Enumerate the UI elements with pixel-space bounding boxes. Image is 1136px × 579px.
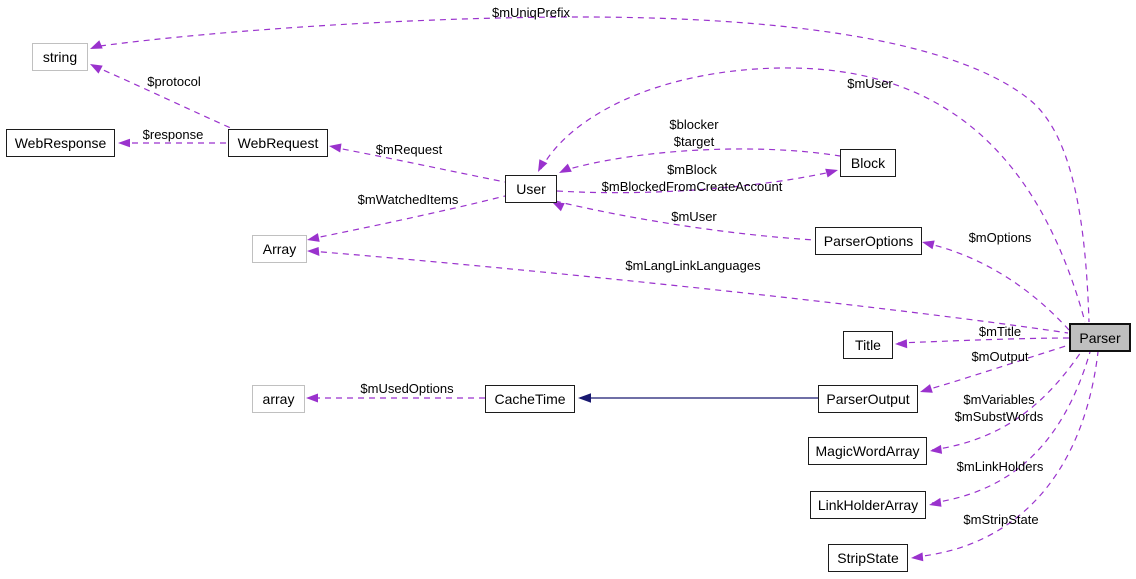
edge-block-user bbox=[559, 148, 841, 173]
node-stripstate[interactable]: StripState bbox=[828, 544, 908, 572]
edge-label-mrequest: $mRequest bbox=[375, 142, 443, 157]
edge-parser-linkholderarray bbox=[929, 351, 1091, 507]
edge-parser-string bbox=[90, 16, 1090, 323]
edge-label-moutput: $mOutput bbox=[971, 349, 1029, 364]
node-webrequest[interactable]: WebRequest bbox=[228, 129, 328, 157]
node-parseroutput[interactable]: ParserOutput bbox=[818, 385, 918, 413]
edge-parseroutput-cachetime-inheritance bbox=[578, 393, 818, 403]
edge-label-response: $response bbox=[142, 127, 204, 142]
node-cachetime[interactable]: CacheTime bbox=[485, 385, 575, 413]
edge-label-muser-top: $mUser bbox=[847, 76, 893, 91]
edge-parseroptions-user bbox=[552, 200, 816, 241]
node-webresponse[interactable]: WebResponse bbox=[6, 129, 115, 157]
node-array-lower: array bbox=[252, 385, 305, 413]
node-linkholderarray[interactable]: LinkHolderArray bbox=[810, 491, 926, 519]
edge-label-mblock: $mBlock $mBlockedFromCreateAccount bbox=[601, 162, 783, 194]
edge-parser-stripstate bbox=[911, 351, 1099, 562]
edge-label-mwatcheditems: $mWatchedItems bbox=[357, 192, 459, 207]
edge-user-array-upper bbox=[307, 195, 506, 242]
edge-user-webrequest bbox=[329, 143, 506, 183]
edge-parser-parseroptions bbox=[922, 240, 1070, 331]
node-user[interactable]: User bbox=[505, 175, 557, 203]
edge-label-mlinkholders: $mLinkHolders bbox=[956, 459, 1044, 474]
edge-label-mvariables-msubstwords: $mVariables $mSubstWords bbox=[954, 392, 1044, 424]
edge-webrequest-string bbox=[90, 64, 234, 130]
node-string: string bbox=[32, 43, 88, 71]
edge-parser-user bbox=[538, 67, 1086, 323]
node-parseroptions[interactable]: ParserOptions bbox=[815, 227, 922, 255]
edge-parser-magicwordarray bbox=[930, 351, 1082, 454]
node-array-upper: Array bbox=[252, 235, 307, 263]
edge-label-protocol: $protocol bbox=[147, 74, 201, 89]
edge-label-blocker-target: $blocker $target bbox=[669, 117, 719, 149]
edge-label-mlanglinklanguages: $mLangLinkLanguages bbox=[625, 258, 761, 273]
edge-cachetime-array2 bbox=[306, 393, 485, 403]
node-magicwordarray[interactable]: MagicWordArray bbox=[808, 437, 927, 465]
edge-label-muser-bottom: $mUser bbox=[671, 209, 717, 224]
edge-label-mstripstate: $mStripState bbox=[963, 512, 1039, 527]
node-title[interactable]: Title bbox=[843, 331, 893, 359]
edge-label-moptions: $mOptions bbox=[968, 230, 1032, 245]
edge-user-block bbox=[556, 168, 838, 194]
edge-label-mtitle: $mTitle bbox=[978, 324, 1022, 339]
edge-parser-parseroutput bbox=[920, 344, 1070, 393]
edge-webrequest-webresponse bbox=[118, 138, 228, 148]
edge-label-musedoptions: $mUsedOptions bbox=[360, 381, 454, 396]
node-block[interactable]: Block bbox=[840, 149, 896, 177]
edge-label-muniqprefix: $mUniqPrefix bbox=[491, 5, 571, 20]
node-parser: Parser bbox=[1069, 323, 1131, 352]
edge-parser-array bbox=[307, 247, 1069, 334]
edge-parser-title bbox=[895, 337, 1070, 349]
